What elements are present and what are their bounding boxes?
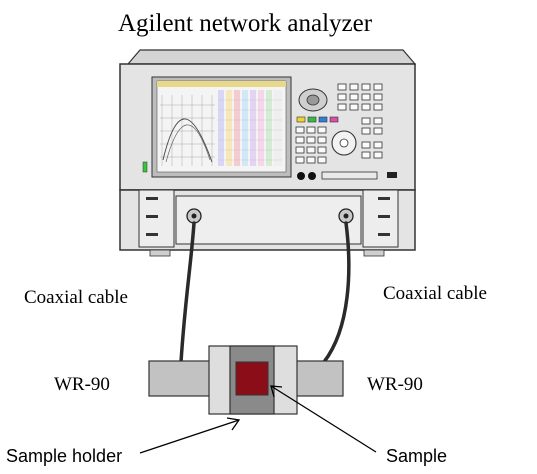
analyzer-top-lid xyxy=(126,49,417,65)
label-coaxial-cable-right: Coaxial cable xyxy=(383,283,487,304)
sample xyxy=(235,361,269,396)
port-connector-icon-right[interactable] xyxy=(338,208,354,224)
screen-trace-2 xyxy=(165,124,211,163)
label-sample-holder: Sample holder xyxy=(6,446,123,466)
function-keys-icon[interactable] xyxy=(295,126,327,164)
analyzer-foot-right xyxy=(363,249,385,257)
sample-holder xyxy=(208,345,298,415)
navigation-pad-icon[interactable] xyxy=(298,88,328,112)
analyzer-foot-left xyxy=(149,249,171,257)
label-sample: Sample xyxy=(386,446,448,466)
waveguide-left xyxy=(148,360,212,397)
knob-icon[interactable] xyxy=(331,130,357,156)
coaxial-cable-right xyxy=(322,221,351,364)
label-waveguide-right: WR-90 xyxy=(367,374,423,395)
label-coaxial-cable-left: Coaxial cable xyxy=(24,287,128,308)
screen-table xyxy=(218,90,282,166)
diagram-title: Agilent network analyzer xyxy=(118,10,373,37)
color-keys-icon[interactable] xyxy=(296,116,339,123)
usb-port-icon-2 xyxy=(308,172,316,180)
screen-trace-1 xyxy=(162,118,213,163)
arrow-icon-sample xyxy=(270,385,377,453)
usb-port-icon xyxy=(297,172,305,180)
standby-button-icon[interactable] xyxy=(387,172,397,178)
port-connector-icon-left[interactable] xyxy=(186,208,202,224)
softkey-grid-icon[interactable] xyxy=(337,83,383,159)
label-waveguide-left: WR-90 xyxy=(54,374,110,395)
power-indicator-icon xyxy=(142,161,148,173)
right-handle-icon xyxy=(362,189,399,248)
coaxial-cable-left xyxy=(179,221,196,364)
disk-slot-icon xyxy=(321,171,378,180)
screen-plot xyxy=(160,95,215,166)
arrow-icon-sample-holder xyxy=(139,417,241,454)
network-analyzer xyxy=(119,49,417,257)
left-handle-icon xyxy=(138,189,175,248)
waveguide-right xyxy=(295,360,344,397)
port-panel xyxy=(175,195,362,245)
screen-menu-strip xyxy=(157,81,286,87)
